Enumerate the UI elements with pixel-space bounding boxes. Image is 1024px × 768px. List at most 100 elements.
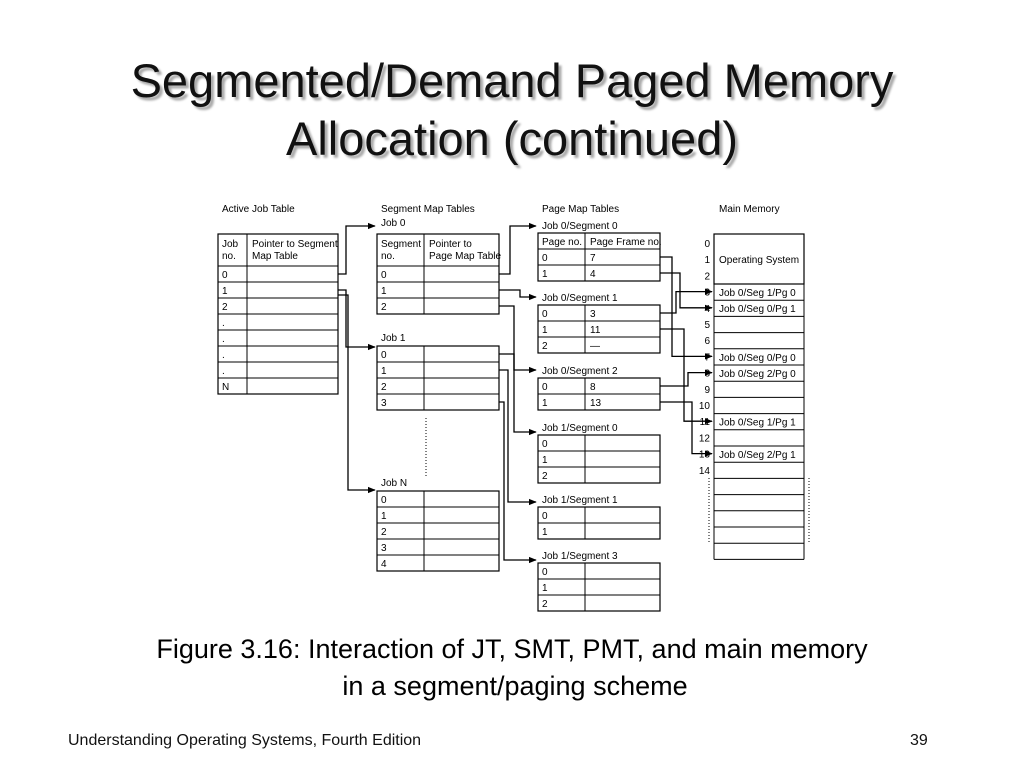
figure-caption: Figure 3.16: Interaction of JT, SMT, PMT… — [0, 631, 1024, 705]
job-table-row-label: 1 — [222, 286, 228, 297]
job-table-row-label: N — [222, 382, 229, 393]
main-memory-frame-content: Job 0/Seg 0/Pg 1 — [719, 304, 796, 315]
page-map-page-no: 2 — [542, 599, 548, 610]
job-table-row-label: . — [222, 350, 225, 361]
arrow-pmt-to-memory — [660, 401, 713, 457]
main-memory-frame-content: Job 0/Seg 1/Pg 0 — [719, 288, 796, 299]
main-memory-frame-content: Operating System — [719, 255, 799, 266]
segment-map-row-label: 2 — [381, 302, 387, 313]
main-memory-frame-no: 2 — [704, 271, 710, 282]
main-memory-frame-no: 4 — [704, 304, 710, 315]
arrow-smt-to-pmt — [499, 305, 537, 374]
page-map-page-no: 1 — [542, 583, 548, 594]
segment-map-row-label: 0 — [381, 495, 387, 506]
main-memory-frame-no: 9 — [704, 385, 710, 396]
page-map-page-no: 0 — [542, 511, 548, 522]
page-map-page-no: 0 — [542, 382, 548, 393]
arrow-smt-to-pmt — [499, 222, 537, 275]
page-number: 39 — [910, 732, 928, 749]
main-memory-frame-content: Job 0/Seg 0/Pg 0 — [719, 353, 796, 364]
segment-map-row-label: 1 — [381, 286, 387, 297]
segment-map-label: Job 1 — [381, 333, 406, 344]
arrow-smt-to-pmt — [499, 369, 537, 506]
page-map-label: Job 1/Segment 1 — [542, 495, 618, 506]
main-memory-frame-no: 11 — [700, 417, 711, 428]
main-memory-frame-content: Job 0/Seg 2/Pg 1 — [719, 450, 796, 461]
arrow-jt-to-smt — [338, 289, 376, 351]
main-memory-frame-no: 8 — [704, 369, 710, 380]
segment-map-label: Job N — [381, 478, 407, 489]
segment-map-row-label: 1 — [381, 511, 387, 522]
main-memory-frame-no: 0 — [704, 239, 710, 250]
arrow-smt-to-pmt — [499, 353, 537, 436]
main-memory-frame-no: 6 — [704, 336, 710, 347]
title-line-1: Segmented/Demand Paged Memory — [130, 54, 894, 107]
arrow-pmt-to-memory — [660, 256, 713, 360]
segment-map-row-label: 0 — [381, 350, 387, 361]
main-memory-heading: Main Memory — [719, 204, 780, 215]
page-map-frame-no: 13 — [590, 398, 602, 409]
page-map-frame-no: 7 — [590, 253, 596, 264]
segment-map-heading: Segment Map Tables — [381, 204, 475, 215]
segment-map-header-text: Pointer to — [429, 239, 472, 250]
main-memory-frame-no: 3 — [704, 288, 710, 299]
page-map-page-no: 0 — [542, 567, 548, 578]
job-table-row-label: 0 — [222, 270, 228, 281]
segment-map-header-text: no. — [381, 251, 395, 262]
page-map-label: Job 1/Segment 0 — [542, 423, 618, 434]
main-memory-frame-no: 13 — [699, 450, 711, 461]
segment-map-row-label: 2 — [381, 527, 387, 538]
job-table-row-label: 2 — [222, 302, 228, 313]
page-map-label: Job 0/Segment 0 — [542, 221, 618, 232]
segment-map-row-label: 1 — [381, 366, 387, 377]
page-map-page-no: 2 — [542, 341, 548, 352]
job-table-header-text: Pointer to Segment — [252, 239, 338, 250]
segment-map-row-label: 0 — [381, 270, 387, 281]
arrow-pmt-to-memory — [660, 288, 713, 314]
page-map-page-no: 1 — [542, 398, 548, 409]
segment-map-row-label: 3 — [381, 398, 387, 409]
segment-map-table — [376, 490, 500, 572]
page-map-page-no: 1 — [542, 527, 548, 538]
arrow-jt-to-smt — [338, 294, 376, 494]
page-map-frame-no: 11 — [590, 325, 601, 336]
segment-map-row-label: 3 — [381, 543, 387, 554]
main-memory-frame-content: Job 0/Seg 2/Pg 0 — [719, 369, 796, 380]
footer-book-title: Understanding Operating Systems, Fourth … — [68, 732, 422, 749]
caption-line-2: in a segment/paging scheme — [342, 671, 688, 701]
page-map-frame-no: 4 — [590, 269, 596, 280]
job-table-heading: Active Job Table — [222, 204, 295, 215]
segment-map-header-text: Segment — [381, 239, 421, 250]
main-memory-frame-no: 1 — [704, 255, 710, 266]
job-table-row-label: . — [222, 318, 225, 329]
arrow-pmt-to-memory — [660, 328, 713, 425]
arrow-pmt-to-memory — [660, 272, 713, 311]
job-table-row-label: . — [222, 334, 225, 345]
segment-map-header-text: Page Map Table — [429, 251, 502, 262]
page-map-frame-no: 3 — [590, 309, 596, 320]
page-map-frame-no: — — [590, 341, 600, 352]
main-memory-frame-no: 10 — [699, 401, 711, 412]
segment-map-label: Job 0 — [381, 218, 406, 229]
segment-map-row-label: 4 — [381, 559, 387, 570]
arrow-smt-to-pmt — [499, 289, 537, 301]
page-map-table — [537, 562, 661, 612]
main-memory-frame-no: 5 — [704, 320, 710, 331]
arrow-smt-to-pmt — [499, 401, 537, 564]
page-map-label: Job 1/Segment 3 — [542, 551, 618, 562]
main-memory-frame-no: 14 — [699, 466, 711, 477]
job-table-header-text: Map Table — [252, 251, 298, 262]
main-memory-frame-no: 7 — [704, 352, 710, 363]
page-map-header-text: Page Frame no. — [590, 237, 662, 248]
page-map-label: Job 0/Segment 1 — [542, 293, 618, 304]
page-map-header-text: Page no. — [542, 237, 582, 248]
job-table-header-text: Job — [222, 239, 239, 250]
page-map-page-no: 0 — [542, 439, 548, 450]
slide-title: Segmented/Demand Paged Memory Allocation… — [0, 52, 1024, 168]
job-table-header-text: no. — [222, 251, 236, 262]
title-line-2: Allocation (continued) — [286, 112, 738, 165]
job-table-row-label: . — [222, 366, 225, 377]
page-map-page-no: 1 — [542, 325, 548, 336]
page-map-table — [537, 434, 661, 484]
